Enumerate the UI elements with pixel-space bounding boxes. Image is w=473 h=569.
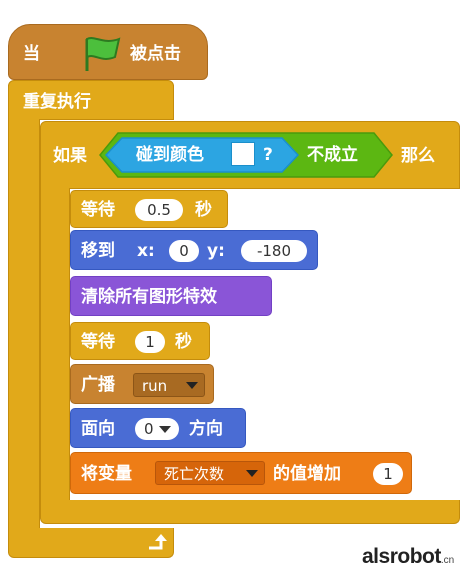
variable-name: 死亡次数 [164,465,225,483]
seconds-unit-label: 秒 [195,200,212,220]
change-variable-block[interactable]: 将变量 死亡次数 的值增加 1 [70,452,412,494]
watermark-suffix: .cn [440,555,455,566]
wait-block-2[interactable]: 等待 1 秒 [70,322,210,360]
green-flag-icon[interactable] [79,33,123,73]
broadcast-message-value: run [142,377,168,395]
then-label: 那么 [401,146,435,166]
broadcast-label: 广播 [81,375,115,395]
hat-when-label: 当 [23,44,40,64]
question-mark: ? [263,145,273,165]
clear-effects-label: 清除所有图形特效 [81,287,217,307]
forever-label: 重复执行 [23,92,91,112]
y-input[interactable]: -180 [241,240,307,262]
forever-block-arm [8,119,40,529]
color-swatch[interactable] [231,142,255,166]
forever-block-top[interactable]: 重复执行 [8,80,174,120]
broadcast-message-dropdown[interactable]: run [133,373,205,397]
wait-block-1[interactable]: 等待 0.5 秒 [70,190,228,228]
wait-seconds-input[interactable]: 0.5 [135,199,183,221]
direction-input[interactable]: 0 [135,418,179,440]
if-block-arm [40,188,70,502]
x-label: x: [137,241,155,261]
go-to-label: 移到 [81,241,115,261]
watermark-text: alsrobot [362,545,441,568]
point-label: 面向 [81,419,115,439]
go-to-xy-block[interactable]: 移到 x: 0 y: -180 [70,230,318,270]
change-amount-input[interactable]: 1 [373,463,403,485]
wait-label: 等待 [81,200,115,220]
clear-graphic-effects-block[interactable]: 清除所有图形特效 [70,276,272,316]
not-label: 不成立 [307,145,358,165]
watermark-logo: alsrobot.cn [362,545,454,569]
wait-label: 等待 [81,332,115,352]
direction-value: 0 [144,420,154,438]
x-input[interactable]: 0 [169,240,199,262]
variable-dropdown[interactable]: 死亡次数 [155,461,265,485]
if-block-bottom [40,500,460,524]
forever-block-bottom[interactable] [8,528,174,558]
touching-color-label: 碰到颜色 [136,145,204,165]
if-label: 如果 [53,146,87,166]
chevron-down-icon [246,470,258,477]
chevron-down-icon [159,426,171,433]
chevron-down-icon [186,382,198,389]
change-var-label: 将变量 [81,464,132,484]
broadcast-block[interactable]: 广播 run [70,364,214,404]
direction-unit-label: 方向 [189,419,223,439]
seconds-unit-label: 秒 [175,332,192,352]
change-by-label: 的值增加 [273,464,341,484]
loop-arrow-icon [149,534,167,550]
when-flag-clicked-block[interactable]: 当 被点击 [8,24,208,80]
y-label: y: [207,241,225,261]
wait-seconds-input[interactable]: 1 [135,331,165,353]
hat-clicked-label: 被点击 [130,44,181,64]
point-in-direction-block[interactable]: 面向 0 方向 [70,408,246,448]
